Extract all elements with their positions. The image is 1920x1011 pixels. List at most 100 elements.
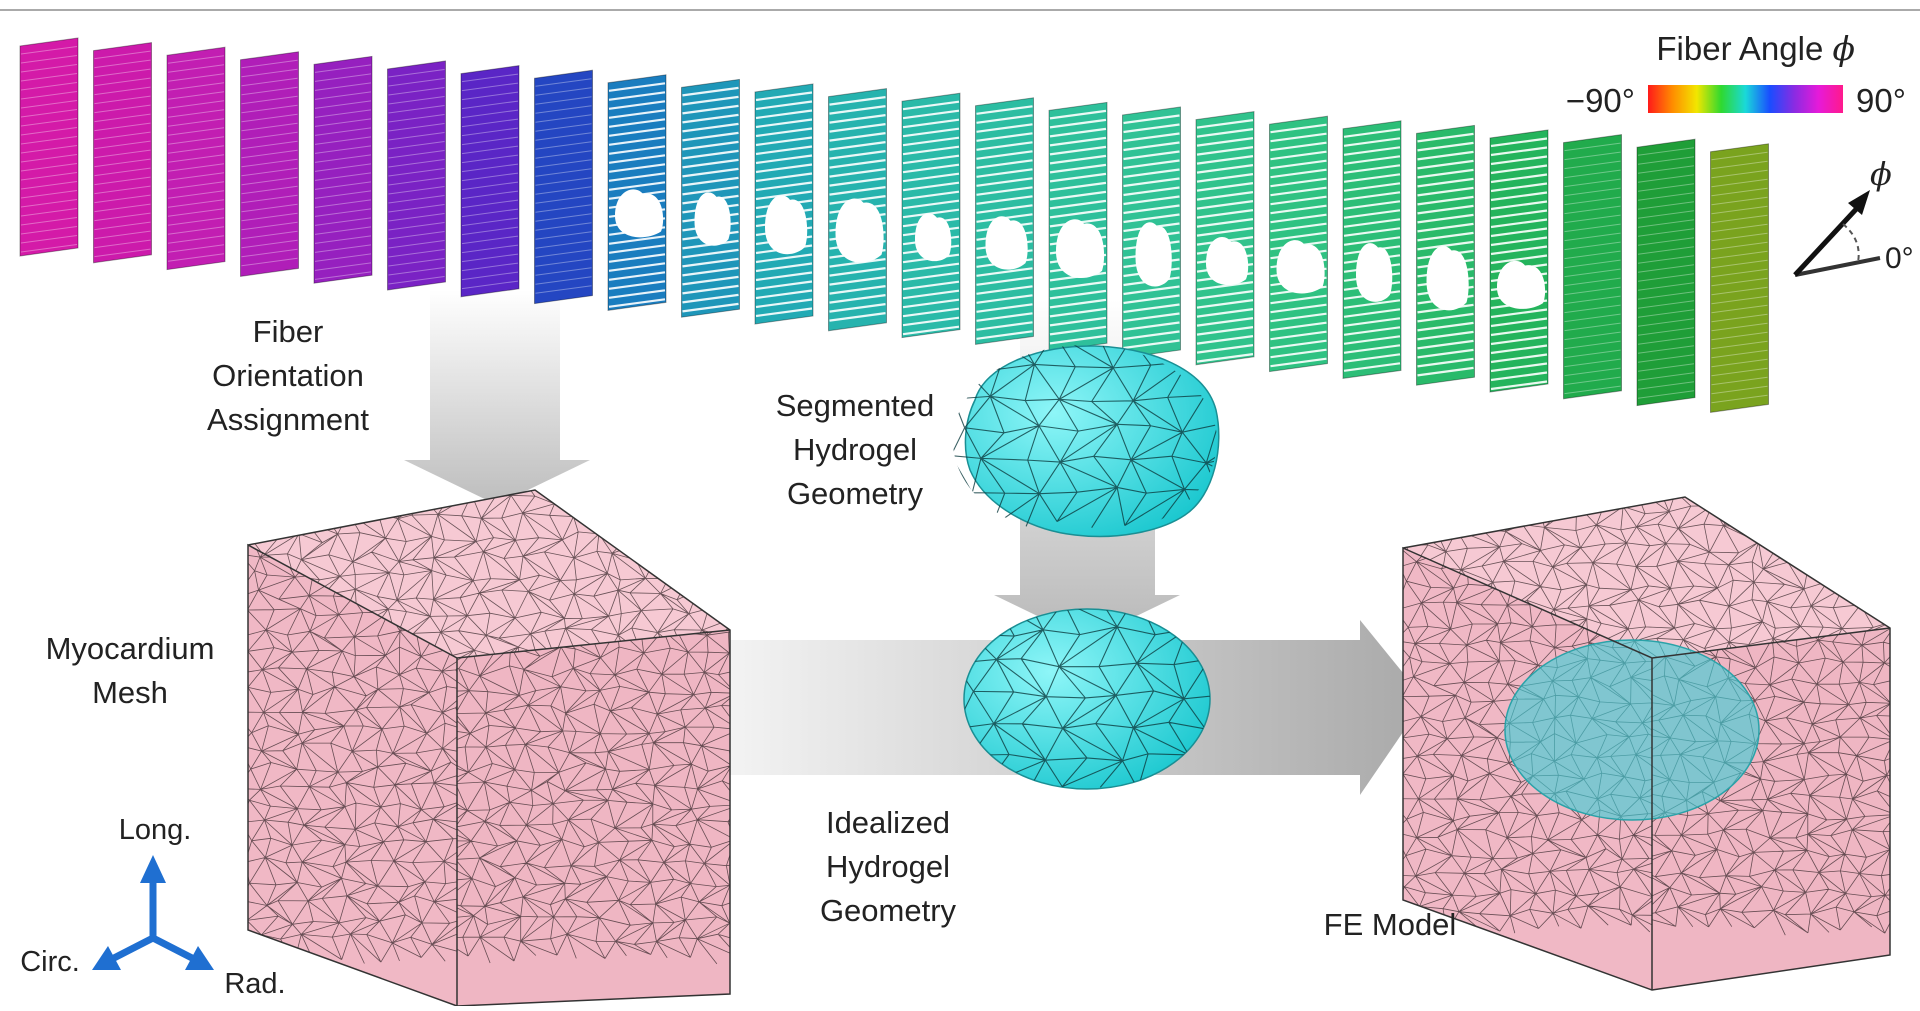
fiber-slice bbox=[1122, 106, 1181, 359]
slice-hole bbox=[765, 195, 808, 255]
slice-edge bbox=[901, 92, 961, 339]
slice-edge bbox=[975, 97, 1034, 345]
fiber-slice bbox=[460, 65, 520, 298]
slice-edge bbox=[1342, 120, 1402, 379]
label-idealized-hydrogel: Idealized Hydrogel Geometry bbox=[819, 805, 957, 928]
fiber-slice bbox=[1269, 115, 1328, 373]
slice-face bbox=[461, 65, 519, 297]
slice-face bbox=[240, 51, 299, 277]
slice-hole bbox=[1135, 222, 1172, 287]
slice-face bbox=[20, 38, 78, 256]
slice-fiber-lines bbox=[388, 69, 445, 285]
label-fiber-orientation: Fiber Orientation Assignment bbox=[207, 314, 369, 437]
slice-fiber-lines bbox=[94, 50, 151, 258]
mesh-region bbox=[248, 545, 457, 964]
fiber-slice bbox=[1563, 134, 1622, 400]
idealized-hydrogel-shape bbox=[963, 608, 1211, 790]
mesh-triangles bbox=[457, 630, 730, 965]
idealized-hydrogel-body bbox=[963, 608, 1211, 790]
slice-hole bbox=[1356, 243, 1393, 302]
fe-model-cube bbox=[1402, 496, 1891, 991]
fiber-slice bbox=[901, 92, 961, 339]
slice-fiber-lines bbox=[1637, 147, 1695, 399]
fiber-slice bbox=[828, 88, 887, 332]
fiber-slice bbox=[387, 60, 446, 291]
slice-fiber-lines bbox=[1490, 137, 1548, 391]
slice-face bbox=[1710, 143, 1769, 413]
slice-edge bbox=[460, 65, 520, 298]
fiber-slice bbox=[313, 55, 373, 284]
angle-phi-label: ϕ bbox=[1870, 155, 1892, 193]
arrow-fiber-to-mesh bbox=[404, 290, 590, 505]
slice-hole bbox=[1206, 237, 1249, 286]
slice-face bbox=[314, 56, 372, 284]
fiber-slice bbox=[534, 69, 593, 305]
slice-hole bbox=[835, 198, 884, 263]
slice-edge bbox=[1489, 129, 1549, 393]
angle-arc bbox=[1842, 223, 1860, 263]
slice-face bbox=[93, 42, 152, 263]
cube-side-face bbox=[248, 545, 457, 1006]
slice-edge bbox=[1122, 106, 1181, 359]
mesh-region bbox=[457, 630, 730, 965]
slice-edge bbox=[754, 83, 814, 325]
label-myocardium-mesh: Myocardium Mesh bbox=[45, 631, 215, 710]
fiber-slice bbox=[93, 42, 152, 264]
fiber-slice bbox=[1636, 138, 1696, 407]
fiber-slice bbox=[1048, 101, 1108, 352]
slice-edge bbox=[1636, 138, 1696, 407]
fiber-angle-colorbar: Fiber Angle ϕ −90° 90° bbox=[1566, 29, 1906, 119]
slice-face bbox=[387, 61, 446, 290]
fiber-slice bbox=[1416, 124, 1475, 386]
angle-vector bbox=[1793, 203, 1862, 277]
fe-embedded-hydrogel bbox=[1504, 639, 1760, 821]
colorbar-gradient bbox=[1648, 85, 1843, 113]
fiber-slice bbox=[607, 74, 667, 311]
colorbar-max-label: 90° bbox=[1856, 82, 1906, 119]
slice-fiber-lines bbox=[241, 59, 298, 267]
slice-edge bbox=[1269, 115, 1328, 373]
slice-edge bbox=[1710, 143, 1769, 413]
slice-fiber-lines bbox=[167, 55, 225, 262]
axis-circ-line bbox=[112, 934, 155, 962]
slice-hole bbox=[1276, 240, 1325, 294]
slice-face bbox=[1563, 134, 1622, 399]
slice-fiber-lines bbox=[314, 64, 372, 280]
fiber-slice bbox=[240, 51, 299, 277]
slice-edge bbox=[607, 74, 667, 311]
label-segmented-hydrogel: Segmented Hydrogel Geometry bbox=[775, 388, 935, 511]
slice-edge bbox=[313, 55, 373, 284]
angle-zero-label: 0° bbox=[1885, 242, 1914, 275]
axis-circ-arrow-icon bbox=[92, 946, 121, 970]
slice-edge bbox=[1048, 101, 1108, 352]
slice-edge bbox=[19, 37, 79, 257]
fiber-slices bbox=[19, 37, 1769, 413]
mesh-triangles bbox=[248, 545, 457, 964]
slice-edge bbox=[534, 69, 593, 305]
slice-hole bbox=[694, 192, 731, 246]
slice-face bbox=[167, 47, 225, 270]
fiber-slice bbox=[1710, 143, 1769, 413]
colorbar-title: Fiber Angle ϕ bbox=[1656, 29, 1855, 68]
fe-top-face bbox=[1403, 497, 1890, 658]
slice-fiber-lines bbox=[535, 78, 592, 294]
slice-edge bbox=[240, 51, 299, 277]
fiber-slice bbox=[681, 78, 740, 318]
slice-hole bbox=[1497, 260, 1546, 309]
slice-edge bbox=[387, 60, 446, 291]
fiber-slice bbox=[1195, 111, 1255, 366]
slice-edge bbox=[1563, 134, 1622, 400]
phi-symbol: ϕ bbox=[1833, 29, 1856, 68]
angle-key: ϕ 0° bbox=[1793, 155, 1914, 277]
slice-edge bbox=[93, 42, 152, 264]
angle-baseline bbox=[1794, 256, 1881, 277]
fiber-slice bbox=[754, 83, 814, 325]
axis-label-circ: Circ. bbox=[20, 946, 80, 978]
fiber-slice bbox=[19, 37, 79, 257]
fiber-slice bbox=[1342, 120, 1402, 379]
slice-edge bbox=[166, 46, 226, 271]
slice-face bbox=[1490, 130, 1548, 392]
slice-hole bbox=[915, 213, 952, 262]
